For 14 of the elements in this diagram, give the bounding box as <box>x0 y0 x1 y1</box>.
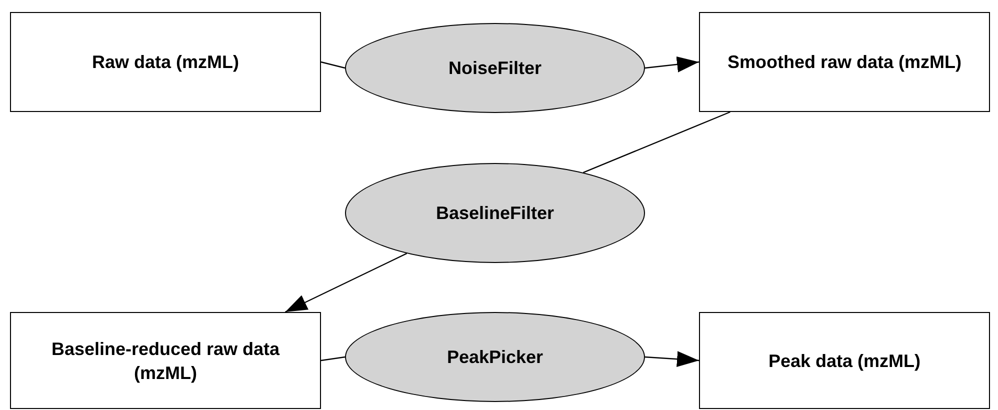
connector-arrow <box>644 56 700 72</box>
node-label: BaselineFilter <box>434 202 556 225</box>
data-box <box>699 312 990 409</box>
data-box <box>10 312 321 409</box>
connector-arrow <box>284 252 408 313</box>
node-label: PeakPicker <box>446 346 544 369</box>
data-box <box>10 12 321 112</box>
data-box <box>699 12 990 112</box>
node-label: Peak data (mzML) <box>767 350 922 372</box>
connector-arrow <box>644 351 700 368</box>
node-label: Baseline-reduced raw data (mzML) <box>50 338 281 384</box>
node-label: NoiseFilter <box>447 57 543 80</box>
node-label: Raw data (mzML) <box>90 51 240 74</box>
node-label: Smoothed raw data (mzML) <box>726 51 962 74</box>
